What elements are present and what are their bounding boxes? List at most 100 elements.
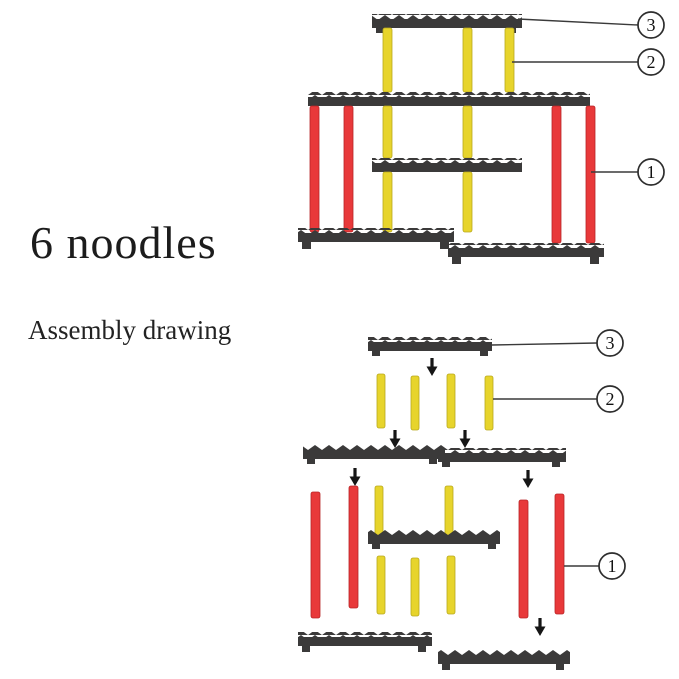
callout-circle <box>598 552 626 580</box>
yellow-pole <box>462 171 473 233</box>
panel-bumps <box>308 92 590 97</box>
panel-foot <box>372 544 380 549</box>
panel-body <box>438 453 566 462</box>
yellow-pole <box>446 555 456 615</box>
callout-1-exploded: 1 <box>564 552 626 580</box>
mid-left-shelf-panel <box>303 445 445 464</box>
yellow-pole <box>504 27 515 93</box>
panel-foot <box>307 459 315 464</box>
bottom-left-shelf-panel <box>298 228 454 249</box>
panel-bumps <box>368 337 492 342</box>
yellow-pole <box>484 375 494 431</box>
yellow-pole <box>444 485 454 537</box>
panel-foot <box>488 544 496 549</box>
yellow-pole <box>446 373 456 429</box>
panel-bumps <box>448 243 604 248</box>
down-arrow <box>459 430 471 448</box>
panel-bumps <box>372 14 522 19</box>
down-arrow <box>522 470 534 488</box>
panel-bumps <box>372 158 522 163</box>
yellow-pole <box>462 105 473 159</box>
yellow-pole <box>374 485 384 537</box>
wide-shelf-panel <box>308 92 590 106</box>
callout-circle <box>596 329 624 357</box>
callout-number: 1 <box>608 556 617 576</box>
callout-number: 2 <box>647 52 656 72</box>
product-title: 6 noodles <box>30 217 217 268</box>
panel-body <box>448 248 604 257</box>
red-pole <box>585 105 596 244</box>
yellow-pole <box>382 27 393 93</box>
callout-3-exploded: 3 <box>491 329 624 357</box>
top-shelf-panel-exploded <box>368 337 492 356</box>
callout-circle <box>637 158 665 186</box>
mid-right-shelf-panel <box>438 448 566 467</box>
middle-shelf-panel <box>372 158 522 172</box>
yellow-pole <box>376 373 386 429</box>
panel-body <box>372 163 522 172</box>
callout-circle <box>637 11 665 39</box>
red-pole <box>518 499 529 619</box>
red-pole <box>310 491 321 619</box>
panel-foot <box>452 257 461 264</box>
panel-body <box>372 19 522 28</box>
callout-circle <box>637 48 665 76</box>
panel-body <box>368 342 492 351</box>
bottom-right-shelf-panel <box>448 243 604 264</box>
red-pole <box>551 105 562 244</box>
yellow-pole <box>410 557 420 617</box>
down-arrow <box>426 358 438 376</box>
panel-foot <box>590 257 599 264</box>
red-pole <box>343 105 354 233</box>
callout-circle <box>596 385 624 413</box>
panel-foot <box>556 664 564 670</box>
panel-foot <box>480 351 488 356</box>
yellow-pole <box>410 375 420 431</box>
panel-foot <box>372 351 380 356</box>
panel-bumps <box>368 530 500 535</box>
panel-foot <box>442 664 450 670</box>
yellow-pole <box>382 171 393 233</box>
yellow-pole <box>376 555 386 615</box>
panel-bumps <box>303 445 445 450</box>
callout-1-assembled: 1 <box>591 158 665 186</box>
panel-foot <box>440 242 449 249</box>
yellow-pole <box>382 105 393 159</box>
yellow-pole <box>462 27 473 93</box>
assembled-shelf-diagram: 3 2 1 <box>298 11 665 264</box>
red-pole <box>309 105 320 233</box>
assembly-drawing-label: Assembly drawing <box>28 315 232 345</box>
callout-number: 3 <box>647 15 656 35</box>
callout-2-exploded: 2 <box>493 385 624 413</box>
panel-body <box>298 637 432 646</box>
panel-foot <box>429 459 437 464</box>
red-pole <box>348 485 359 609</box>
callout-number: 3 <box>606 333 615 353</box>
callout-number: 2 <box>606 389 615 409</box>
panel-foot <box>376 28 385 33</box>
panel-bumps <box>438 650 570 655</box>
panel-body <box>368 535 500 544</box>
panel-body <box>303 450 445 459</box>
bottom-right-shelf-panel-exploded <box>438 650 570 670</box>
panel-bumps <box>438 448 566 453</box>
callout-number: 1 <box>647 162 656 182</box>
callout-3-assembled: 3 <box>517 11 665 39</box>
panel-foot <box>418 646 426 652</box>
panel-body <box>298 233 454 242</box>
panel-foot <box>302 242 311 249</box>
bottom-left-shelf-panel-exploded <box>298 632 432 652</box>
panel-body <box>308 97 590 106</box>
top-shelf-panel <box>372 14 522 33</box>
callout-2-assembled: 2 <box>512 48 665 76</box>
down-arrow <box>349 468 361 486</box>
panel-bumps <box>298 632 432 637</box>
panel-foot <box>302 646 310 652</box>
callout-leader-line <box>491 342 598 346</box>
exploded-assembly-diagram: 3 2 1 <box>298 329 626 670</box>
down-arrow <box>534 618 546 636</box>
panel-body <box>438 655 570 664</box>
panel-foot <box>442 462 450 467</box>
